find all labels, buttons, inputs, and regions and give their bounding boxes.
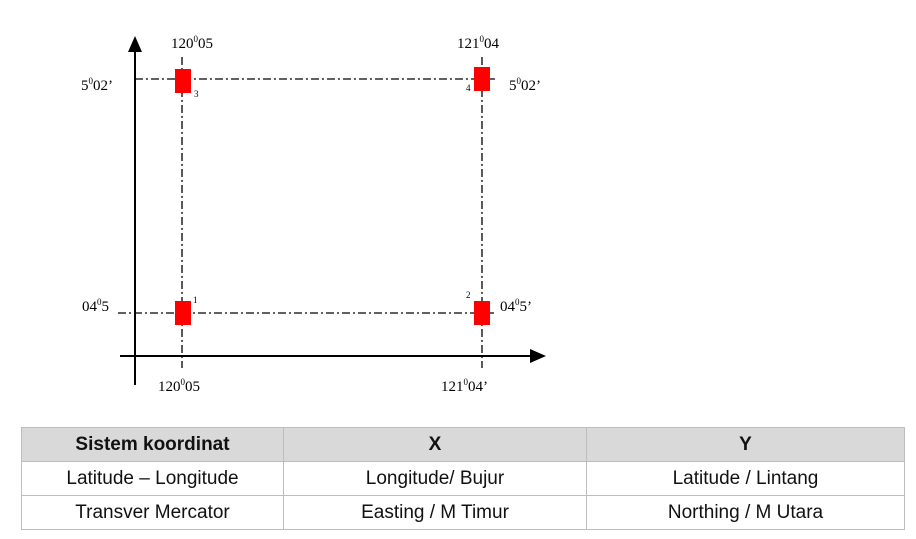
lat-label-upper-right: 5002’ — [509, 76, 541, 94]
table-cell: Easting / M Timur — [283, 495, 587, 530]
point-label-4: 4 — [466, 83, 471, 93]
point-marker-2 — [474, 301, 490, 325]
table-cell: Latitude / Lintang — [586, 461, 905, 496]
table-header-row: Sistem koordinat X Y — [21, 427, 905, 462]
table-cell: Longitude/ Bujur — [283, 461, 587, 496]
lon-label-top-right: 121004 — [457, 34, 500, 52]
lat-label-lower-left: 0405 — [82, 297, 109, 315]
lat-label-lower-right: 0405’ — [500, 297, 532, 315]
point-marker-4 — [474, 67, 490, 91]
table-row: Latitude – Longitude Longitude/ Bujur La… — [21, 461, 905, 496]
header-x: X — [283, 427, 587, 462]
lat-label-upper-left: 5002’ — [81, 76, 113, 94]
header-y: Y — [586, 427, 905, 462]
coordinate-system-table: Sistem koordinat X Y Latitude – Longitud… — [21, 427, 905, 530]
table-cell: Latitude – Longitude — [21, 461, 284, 496]
point-marker-3 — [175, 69, 191, 93]
lon-label-bottom-left: 120005 — [158, 377, 200, 395]
y-axis-arrow — [128, 36, 142, 52]
point-label-2: 2 — [466, 290, 471, 300]
table-row: Transver Mercator Easting / M Timur Nort… — [21, 495, 905, 530]
point-label-1: 1 — [193, 295, 198, 305]
lon-label-top-left: 120005 — [171, 34, 213, 52]
table-cell: Northing / M Utara — [586, 495, 905, 530]
table-cell: Transver Mercator — [21, 495, 284, 530]
coordinate-diagram: 3 4 1 2 120005 121004 5002’ 5002’ 0405 0… — [81, 34, 546, 395]
header-sistem-koordinat: Sistem koordinat — [21, 427, 284, 462]
lon-label-bottom-right: 121004’ — [441, 377, 488, 395]
x-axis-arrow — [530, 349, 546, 363]
point-marker-1 — [175, 301, 191, 325]
point-label-3: 3 — [194, 89, 199, 99]
